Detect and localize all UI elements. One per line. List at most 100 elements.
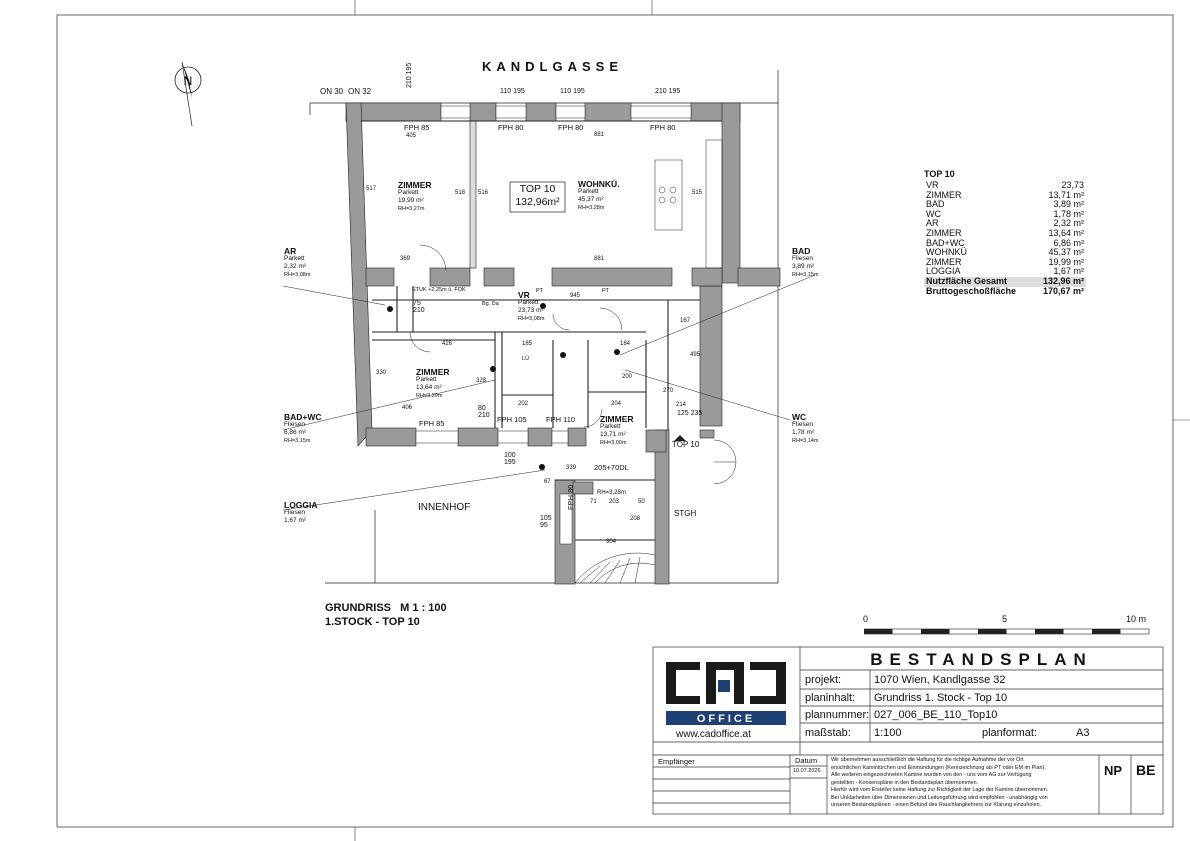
- planinhalt-label: planinhalt:: [805, 692, 856, 704]
- window-label: FPH 85: [419, 419, 445, 428]
- window-label: FPH 85: [404, 123, 430, 132]
- stuk-note: STUK +2,25m ü. FOK: [412, 287, 466, 293]
- projekt-value: 1070 Wien, Kandlgasse 32: [874, 674, 1006, 686]
- door-swings: [409, 244, 737, 485]
- planinhalt-value: Grundriss 1. Stock - Top 10: [874, 692, 1008, 704]
- dim-top-2: 110 195: [500, 88, 525, 95]
- window-label: FPH 80: [498, 123, 524, 132]
- staircase-label: STGH: [674, 509, 697, 518]
- dimension: 495: [690, 352, 701, 358]
- dimension: 945: [570, 293, 581, 299]
- dimension: 202: [518, 401, 529, 407]
- dimension: 881: [594, 132, 605, 138]
- street-name: KANDLGASSE: [482, 59, 624, 74]
- entrance-label: TOP 10: [672, 440, 700, 449]
- north-label: N: [184, 74, 193, 88]
- dimension: 369: [400, 256, 411, 262]
- dimension: 71: [590, 499, 597, 505]
- cad-office-logo: OFFICE: [666, 662, 786, 725]
- dimension: 185: [522, 341, 533, 347]
- dimension: 205+70DL: [594, 463, 629, 472]
- np-mark: NP: [1104, 763, 1123, 778]
- dimension: 203: [609, 499, 620, 505]
- dimension: 516: [478, 190, 489, 196]
- staircase: [574, 552, 656, 584]
- dimension: 214: [676, 402, 687, 408]
- datum-label: Datum: [795, 756, 818, 765]
- planformat-label: planformat:: [982, 727, 1038, 739]
- pt-marker: PT: [536, 288, 544, 294]
- dimension: 200: [622, 374, 633, 380]
- massstab-label: maßstab:: [805, 727, 851, 739]
- courtyard-label: INNENHOF: [418, 502, 471, 513]
- dimension: 328: [476, 378, 487, 384]
- windows: [415, 105, 692, 545]
- scale-label-10: 10 m: [1126, 614, 1147, 624]
- planformat-value: A3: [1076, 727, 1090, 739]
- plannummer-label: plannummer:: [805, 709, 870, 721]
- projekt-label: projekt:: [805, 674, 842, 686]
- website: www.cadoffice.at: [676, 729, 751, 740]
- kitchen-block: [654, 139, 723, 269]
- dim-top-3: 110 195: [560, 88, 585, 95]
- exterior-walls: [345, 102, 781, 585]
- note: RH=3,28m: [597, 490, 626, 496]
- dimension: 881: [594, 256, 605, 262]
- dimension: 270: [663, 388, 674, 394]
- interior-walls: [361, 120, 722, 541]
- dimension: 184: [620, 341, 631, 347]
- empfaenger-label: Empfänger: [658, 757, 695, 766]
- dim-top-4: 210 195: [655, 88, 681, 95]
- fixture-markers: [387, 303, 620, 470]
- level-mark-2: ON 32: [348, 87, 372, 96]
- level-mark-1: ON 30: [320, 87, 344, 96]
- north-arrow: N: [174, 61, 202, 127]
- dimension: 517: [366, 186, 377, 192]
- disclaimer: Wir übernehmen ausschließlich die Haftun…: [831, 757, 1049, 808]
- leader-lines: [282, 274, 816, 511]
- dimension: 330: [376, 370, 387, 376]
- dimension: 515: [692, 190, 703, 196]
- pt-marker: PT: [602, 288, 610, 294]
- massstab-value: 1:100: [874, 727, 902, 739]
- dimension: 167: [680, 318, 691, 324]
- dimension: 125 235: [677, 410, 703, 417]
- dimension: 405: [406, 133, 417, 139]
- dimension: 67: [544, 479, 551, 485]
- scale-label-5: 5: [1002, 614, 1008, 624]
- plan-caption: GRUNDRISS M 1 : 100 1.STOCK - TOP 10: [325, 602, 447, 628]
- dimension: 339: [566, 465, 577, 471]
- dimension: 204: [611, 401, 622, 407]
- dimension: 518: [455, 190, 466, 196]
- datum-value: 10.07.2026: [793, 768, 821, 774]
- dimension: 208: [630, 516, 641, 522]
- window-label: FPH 80: [558, 123, 584, 132]
- window-label: FPH 110: [546, 415, 576, 424]
- lu-marker: LÜ: [522, 356, 530, 362]
